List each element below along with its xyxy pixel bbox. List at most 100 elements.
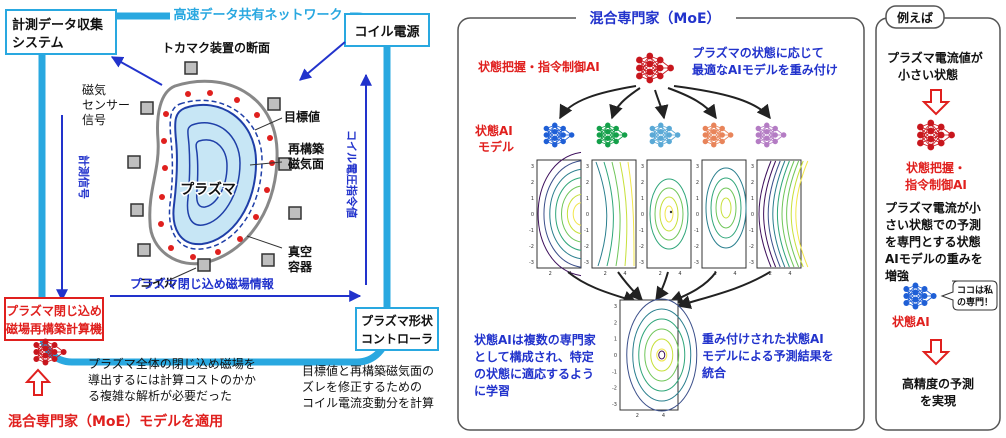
reconstructed-1: 再構築 [288,141,325,156]
expert-net-3 [649,122,681,148]
tick-y: -2 [639,244,644,250]
controller-note-2: ズレを修正するための [302,379,422,394]
tick-y: 0 [531,212,534,218]
tick-y: 2 [696,180,699,186]
tick-y: -1 [584,228,589,234]
tick-y: -3 [584,260,589,266]
example-label: 例えば [897,10,933,25]
tick-y: 3 [751,164,754,170]
tick-y: -1 [639,228,644,234]
experts-desc-3: の状態に適応するよう [474,366,594,381]
shape-controller-box [355,307,439,351]
calc-note-1: プラズマ全体の閉じ込め磁場を [88,356,256,371]
shape-controller-2: コントローラ [361,332,433,346]
plasma-label: プラズマ [180,181,236,198]
network-label: 高速データ共有ネットワーク [173,7,342,23]
right-panel: 例えば プラズマ電流値が 小さい状態 状態把握・ 指令制御AI プラズマ電流が小… [875,5,1001,431]
gating-desc-2: 最適なAIモデルを重み付け [692,62,838,77]
right-gating-1: 状態把握・ [906,160,966,175]
tick-x: 4 [733,271,736,277]
vacuum-vessel-2: 容器 [287,259,313,274]
moe-title: 混合専門家（MoE） [589,10,720,27]
calc-note-2: 導出するには計算コストのかか [88,372,256,387]
example-tag [885,5,945,29]
tick-y: -2 [612,386,617,392]
right-gating-network-icon [917,119,955,151]
tick-y: 0 [641,212,644,218]
down-arrow-1 [921,89,951,116]
sensor-dots [158,90,275,260]
magnetic-sensor-2: センサー [82,98,130,112]
target-boundary [168,99,263,250]
tick-y: 3 [641,164,644,170]
tick-y: -3 [694,260,699,266]
calc-net [33,338,67,366]
expert-net-1 [543,122,575,148]
tokamak-title: トカマク装置の断面 [162,40,270,55]
gating-label: 状態把握・指令制御AI [478,59,600,74]
state-2: 小さい状態 [898,67,958,82]
tick-y: 3 [614,304,617,310]
calculator-2: 磁場再構築計算機 [5,321,102,336]
expert-label-2: モデル [478,139,514,154]
tick-y: -2 [694,244,699,250]
experts-desc-2: として構成され、特定 [474,349,594,364]
controller-note-1: 目標値と再構築磁気面の [302,363,434,378]
reconstructed-2: 磁気面 [287,156,324,171]
tick-y: -2 [749,244,754,250]
calculator-box [4,297,104,341]
tick-x: 2 [549,271,552,277]
tick-y: -3 [639,260,644,266]
tick-x: 2 [769,271,772,277]
magnetic-sensor-1: 磁気 [82,82,106,97]
calculator-1: プラズマ閉じ込め [6,303,102,318]
expert-networks [543,122,787,148]
tick-x: 2 [659,271,662,277]
tick-y: 2 [531,180,534,186]
expert-net-2 [596,122,628,148]
coil-label: コイル [140,276,176,290]
tick-y: 3 [696,164,699,170]
bubble-1: ココは私 [957,284,993,296]
vacuum-vessel-1: 真空 [288,244,312,259]
tick-x: 2 [636,413,639,419]
plasma-region [172,103,258,246]
down-arrow-2 [921,339,951,366]
tick-y: -1 [612,369,617,375]
tick-x: 4 [678,271,681,277]
tick-y: -1 [694,228,699,234]
right-state-net [903,282,937,310]
right-state-network-icon [903,282,937,310]
right-desc-2: さい状態での予測 [885,217,981,232]
arrow-from-coil-power [299,41,346,81]
expert-net-5 [755,122,787,148]
state-1: プラズマ電流値が [887,50,983,65]
state-ai-label: 状態AI [892,314,930,329]
tick-y: 1 [641,196,644,202]
collection-system-line1: 計測データ収集 [12,17,104,33]
middle-panel: 混合専門家（MoE） 状態把握・指令制御AI プラズマの状態に応じて 最適なAI… [457,7,865,431]
tick-y: 0 [614,353,617,359]
collection-system-line2: システム [12,36,64,51]
right-desc-4: AIモデルの重みを [885,251,983,266]
arrow-to-collection [110,56,163,86]
right-gating-2: 指令制御AI [905,177,967,192]
gating-desc-1: プラズマの状態に応じて [692,45,824,60]
experts-desc-1: 状態AIは複数の専門家 [474,332,597,347]
tick-y: 2 [586,180,589,186]
apply-arrow [24,368,52,396]
tick-y: -3 [612,402,617,408]
tick-x: 4 [623,271,626,277]
tick-y: 1 [751,196,754,202]
bubble-2: の専門！ [957,296,993,308]
measurement-signal: 計測信号 [77,155,91,199]
